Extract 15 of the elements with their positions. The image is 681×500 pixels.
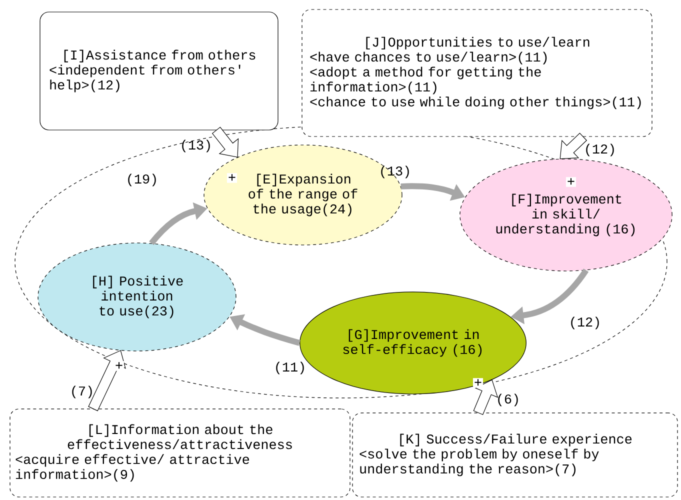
plus-sign: + [226,173,238,183]
plus-sign: + [472,378,484,388]
edge-label: (6) [498,394,518,406]
factor-box: [I]Assistance from others <independent from others' help>(12) [40,12,278,130]
factor-box: [L]Information about the effectiveness/attractiveness <acquire effective/ attractive information>(9) [10,408,350,498]
block-arrow [473,379,498,415]
plus-sign: + [566,177,576,187]
edge-label: (12) [586,144,614,156]
edge-label: (19) [128,174,156,186]
plus-sign: + [114,361,124,371]
block-arrow [88,350,126,412]
edge-label: (7) [72,386,92,398]
factor-box: [J]Opportunities to use/learn <have chances to use/learn>(11) <adopt a method for getting the information>(11) <chance to use while doing other things>(11) [302,9,652,137]
factor-box: [K] Success/Failure experience <solve the problem by oneself by understanding the reason>(7) [352,412,678,498]
edge-label: (12) [571,316,599,330]
